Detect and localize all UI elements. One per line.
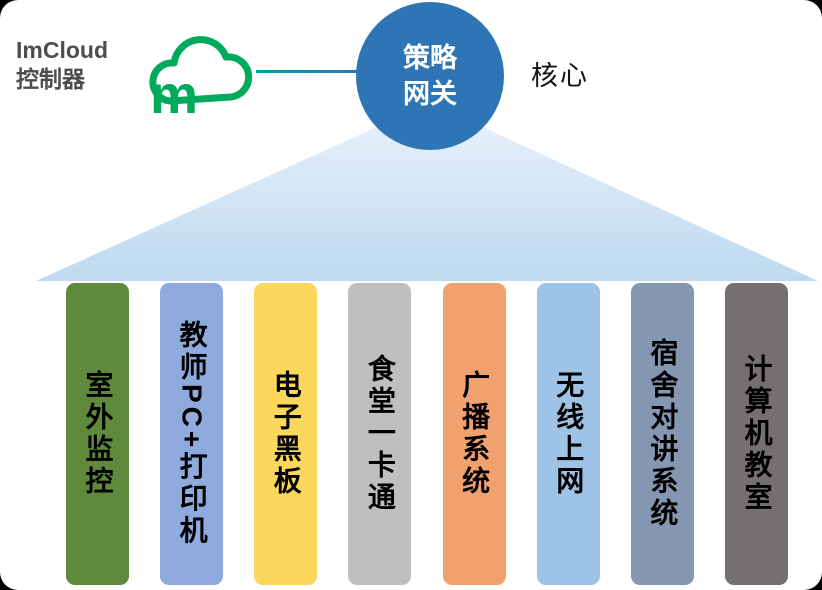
device-column: 教师PC+打印机 <box>160 283 224 585</box>
device-column: 电子黑板 <box>254 283 318 585</box>
imcloud-cloud-icon: m <box>130 12 262 125</box>
controller-label-line2: 控制器 <box>16 65 85 92</box>
gateway-circle: 策略 网关 <box>356 2 504 150</box>
cloud-letter: m <box>150 65 198 124</box>
connector-line <box>256 70 360 73</box>
device-column: 食堂一卡通 <box>348 283 412 585</box>
device-column-label: 计算机教室 <box>741 354 773 514</box>
device-column: 宿舍对讲系统 <box>630 283 694 585</box>
device-column-label: 广播系统 <box>459 370 491 498</box>
device-column: 室外监控 <box>66 283 129 585</box>
device-columns: 室外监控 教师PC+打印机 电子黑板 食堂一卡通 广播系统 无线上网 宿舍对讲系… <box>66 283 788 585</box>
device-column-label: 宿舍对讲系统 <box>647 338 679 530</box>
distribution-triangle <box>36 103 818 281</box>
device-column: 计算机教室 <box>724 283 788 585</box>
controller-label-line1: ImCloud <box>16 37 108 63</box>
device-column: 广播系统 <box>442 283 506 585</box>
device-column-label: 食堂一卡通 <box>364 354 396 514</box>
gateway-label-line1: 策略 <box>403 42 457 73</box>
cloud-outline <box>149 36 253 105</box>
device-column-label: 室外监控 <box>82 370 114 498</box>
device-column: 无线上网 <box>536 283 600 585</box>
device-column-label: 无线上网 <box>553 370 585 498</box>
device-column-label: 电子黑板 <box>270 370 302 498</box>
gateway-label-line2: 网关 <box>403 79 457 109</box>
gateway-label: 策略 网关 <box>403 40 457 113</box>
distribution-fan <box>36 103 818 281</box>
controller-label: ImCloud 控制器 <box>16 36 108 94</box>
core-label: 核心 <box>531 61 589 91</box>
device-column-label: 教师PC+打印机 <box>176 320 208 548</box>
